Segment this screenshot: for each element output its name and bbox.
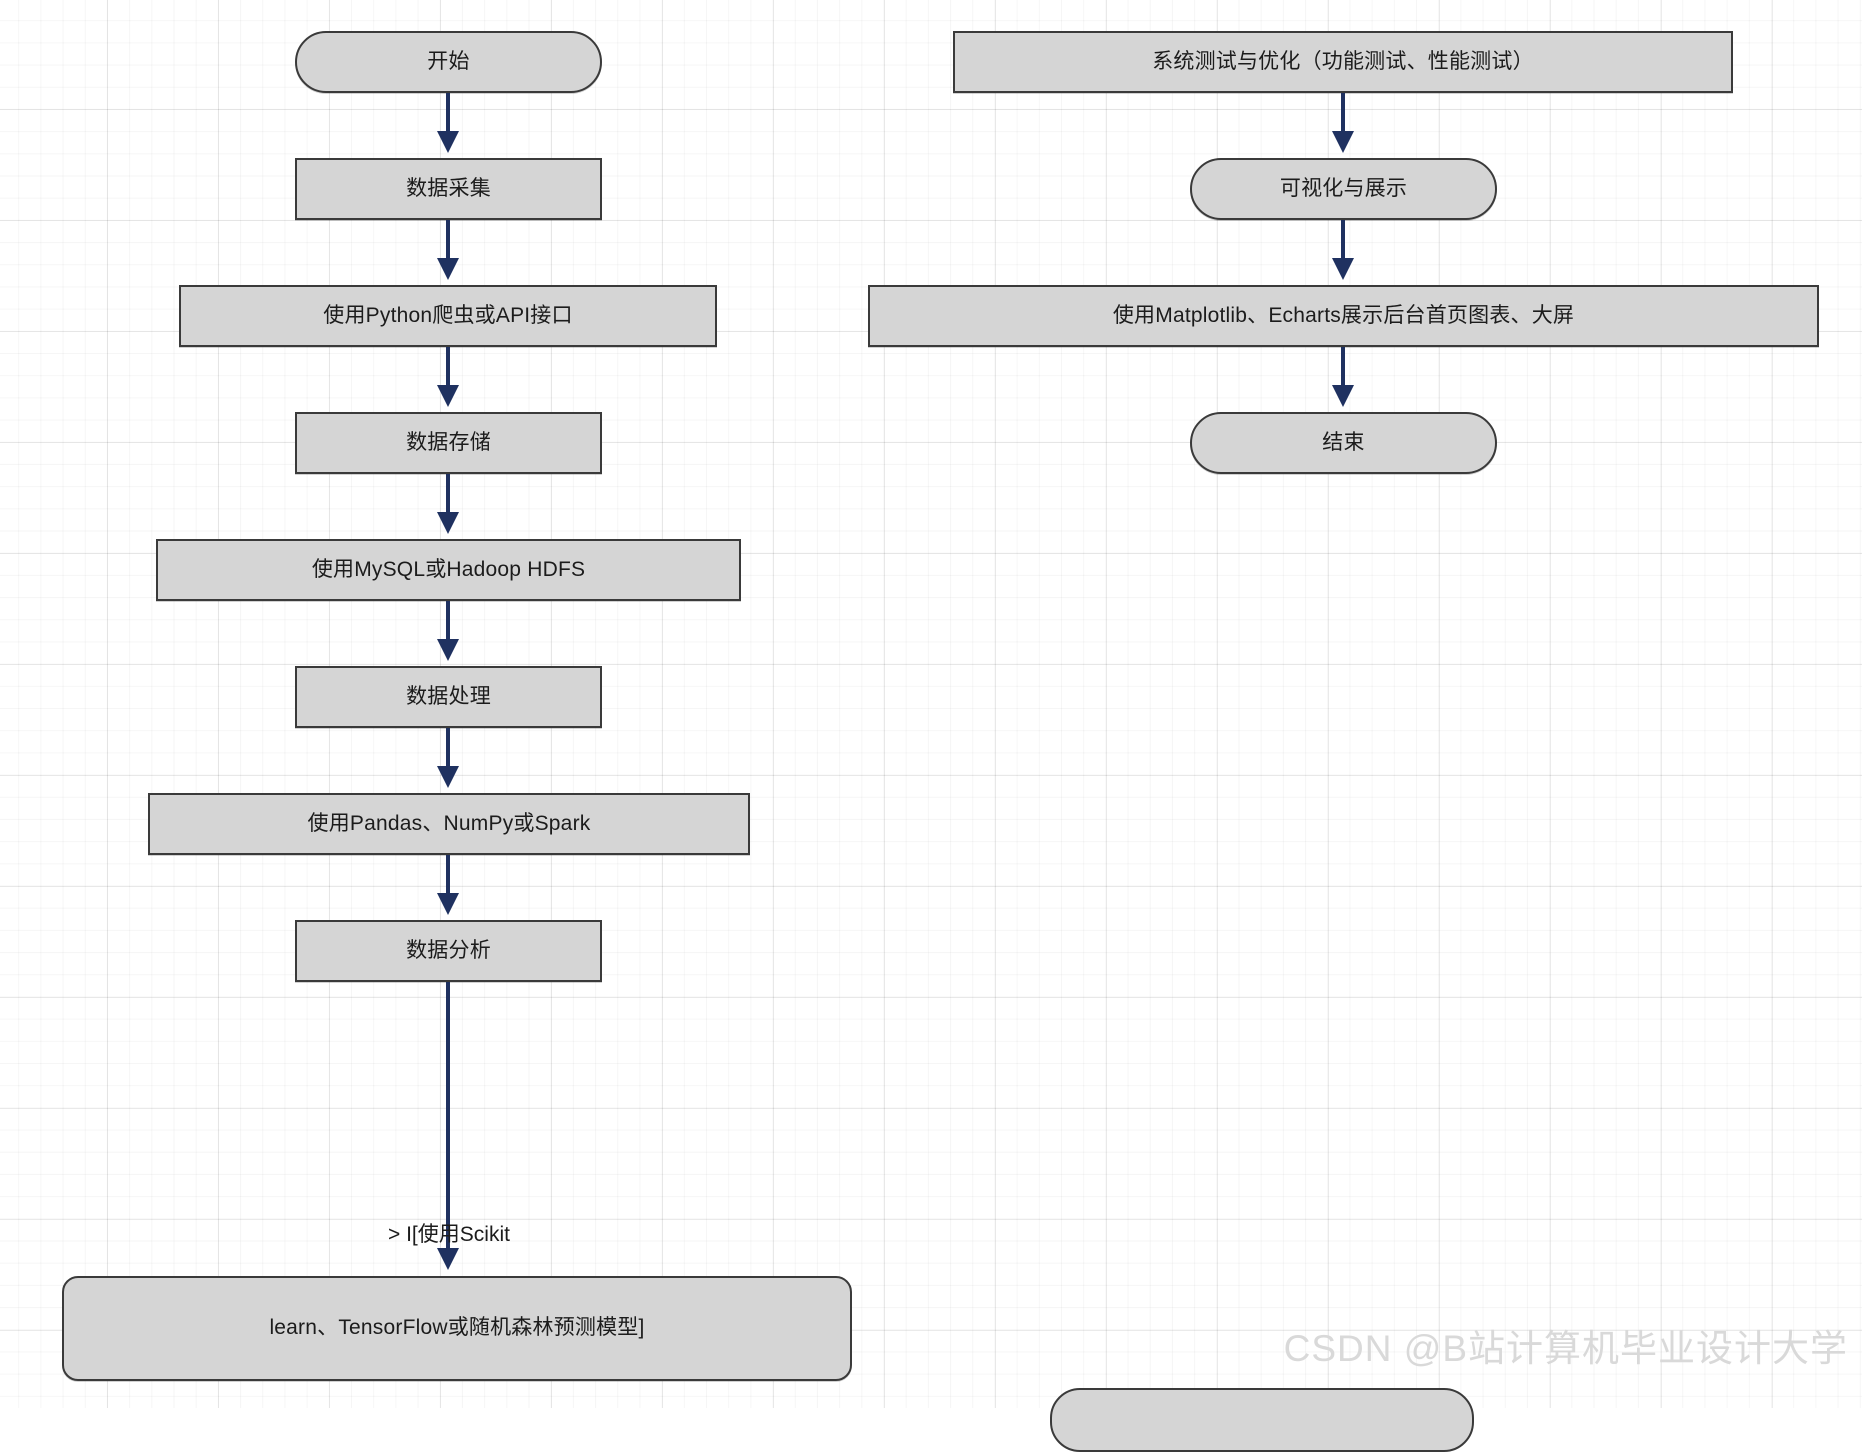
node-collection-method-label: 使用Python爬虫或API接口 [323,303,573,327]
node-data-processing-label: 数据处理 [406,684,491,708]
node-visualization[interactable]: 可视化与展示 [1190,158,1497,220]
node-visualization-method[interactable]: 使用Matplotlib、Echarts展示后台首页图表、大屏 [868,285,1819,347]
grid-background [0,0,1862,1408]
edge-process-how-to-analyze-arrowhead [437,893,459,915]
node-processing-method[interactable]: 使用Pandas、NumPy或Spark [148,793,750,855]
node-start[interactable]: 开始 [295,31,602,93]
flowchart-canvas: 开始 数据采集 使用Python爬虫或API接口 数据存储 使用MySQL或Ha… [62,31,1819,1452]
edge-process-to-process-how [446,728,450,772]
edge-collect-to-collect-how-arrowhead [437,258,459,280]
edge-store-how-to-process [446,601,450,645]
node-data-collection-label: 数据采集 [406,176,491,200]
node-start-label: 开始 [427,49,470,73]
edge-label-scikit: > I[使用Scikit [388,1223,510,1246]
edge-visual-how-to-end [1341,347,1345,391]
edge-store-how-to-process-arrowhead [437,639,459,661]
edge-process-to-process-how-arrowhead [437,766,459,788]
edge-analyze-to-model-arrowhead [437,1248,459,1270]
node-data-processing[interactable]: 数据处理 [295,666,602,728]
node-data-collection[interactable]: 数据采集 [295,158,602,220]
edge-collect-how-to-store [446,347,450,391]
node-data-storage[interactable]: 数据存储 [295,412,602,474]
edge-collect-how-to-store-arrowhead [437,385,459,407]
edge-start-to-collect-arrowhead [437,131,459,153]
node-model[interactable]: learn、TensorFlow或随机森林预测模型] [62,1276,852,1381]
node-storage-method-label: 使用MySQL或Hadoop HDFS [311,557,586,581]
node-end-label: 结束 [1322,430,1365,454]
edge-visual-to-visual-how [1341,220,1345,264]
edge-store-to-store-how [446,474,450,518]
edge-test-to-visual-arrowhead [1332,131,1354,153]
node-model-label: learn、TensorFlow或随机森林预测模型] [269,1316,645,1340]
edge-visual-how-to-end-arrowhead [1332,385,1354,407]
node-storage-method[interactable]: 使用MySQL或Hadoop HDFS [156,539,741,601]
node-processing-method-label: 使用Pandas、NumPy或Spark [307,811,591,835]
node-end[interactable]: 结束 [1190,412,1497,474]
node-system-testing-label: 系统测试与优化（功能测试、性能测试） [1152,49,1534,73]
edge-process-how-to-analyze [446,855,450,899]
node-collection-method[interactable]: 使用Python爬虫或API接口 [179,285,717,347]
edge-start-to-collect [446,93,450,137]
edge-store-to-store-how-arrowhead [437,512,459,534]
node-data-storage-label: 数据存储 [406,430,491,454]
node-visualization-method-label: 使用Matplotlib、Echarts展示后台首页图表、大屏 [1112,303,1575,327]
node-data-analysis-label: 数据分析 [406,938,491,962]
node-data-analysis[interactable]: 数据分析 [295,920,602,982]
edge-test-to-visual [1341,93,1345,137]
node-system-testing[interactable]: 系统测试与优化（功能测试、性能测试） [953,31,1733,93]
edge-visual-to-visual-how-arrowhead [1332,258,1354,280]
csdn-watermark: CSDN @B站计算机毕业设计大学 [1283,1328,1848,1369]
edge-collect-to-collect-how [446,220,450,264]
partial-node-bottom [1050,1388,1474,1452]
node-visualization-label: 可视化与展示 [1279,176,1408,200]
edge-analyze-to-model [446,982,450,1248]
